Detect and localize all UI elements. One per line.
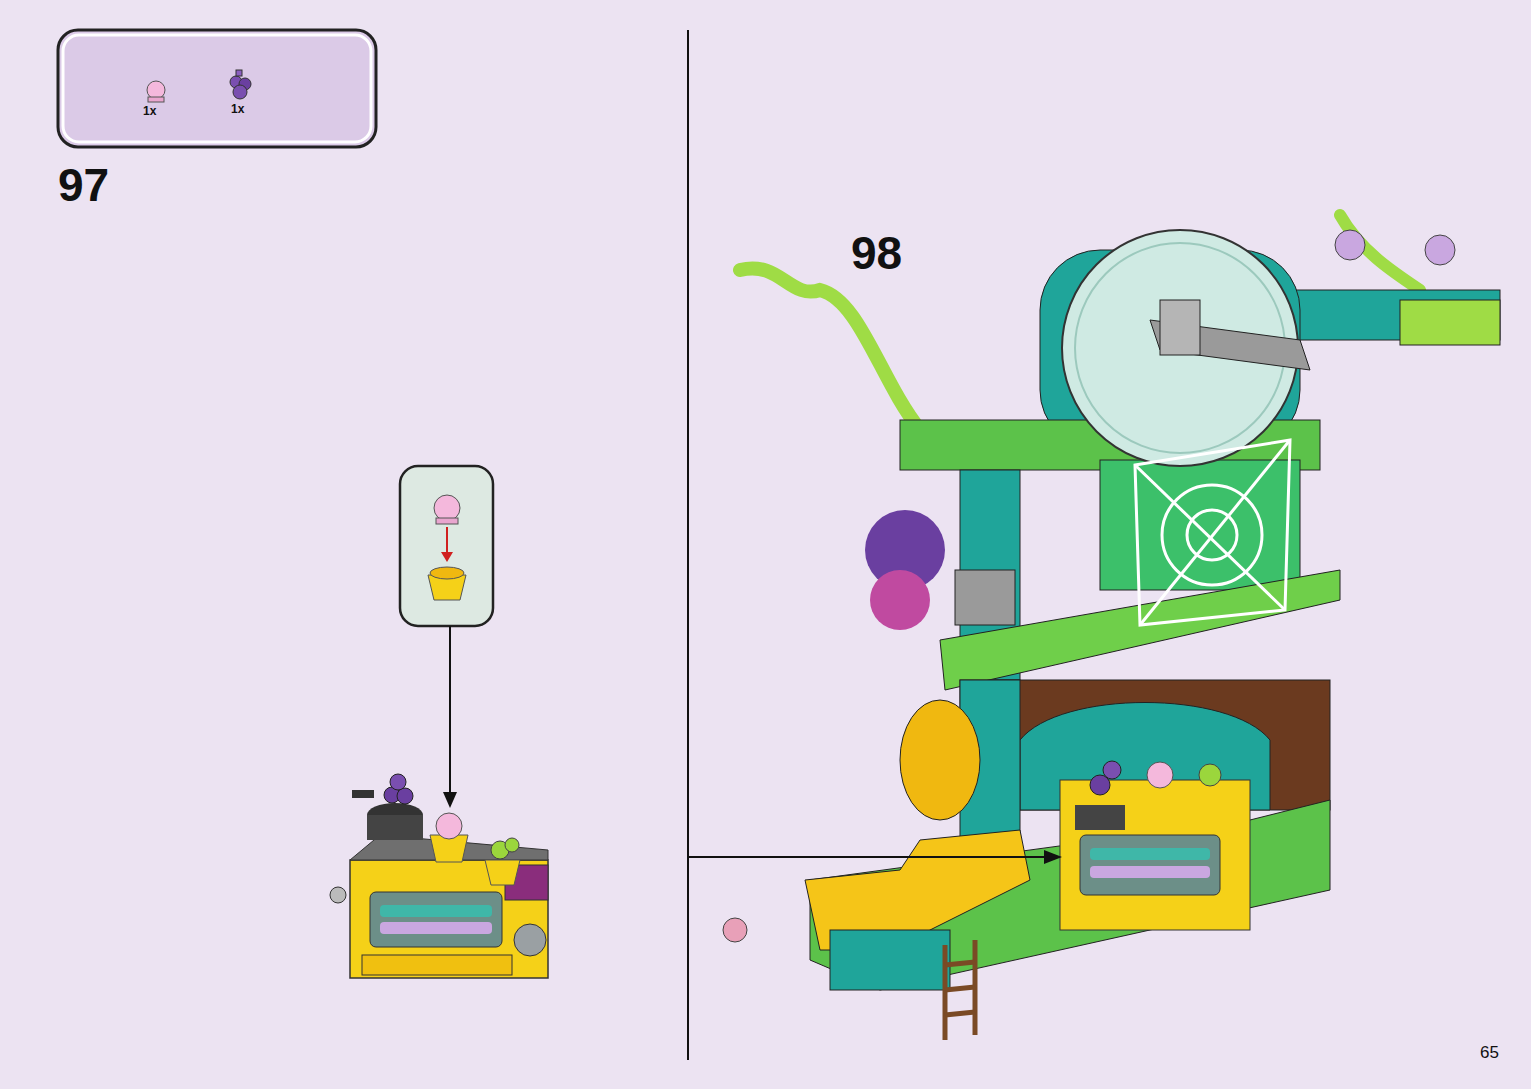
arrowhead	[443, 792, 457, 808]
divider-line	[687, 30, 689, 1060]
oven-assembly	[330, 774, 548, 978]
callout-box	[400, 466, 493, 626]
leader-arrow	[449, 626, 451, 795]
step-number: 97	[58, 158, 109, 212]
parts-list: 1x 1x	[58, 30, 376, 147]
arrowhead	[1044, 850, 1062, 864]
page-number: 65	[1480, 1043, 1499, 1063]
pink-part	[147, 81, 165, 102]
callout-parts	[428, 495, 466, 600]
tree-house-model	[723, 215, 1500, 1040]
quantity-label: 1x	[143, 104, 156, 118]
quantity-label: 1x	[231, 102, 244, 116]
parts-box-inner	[63, 35, 371, 142]
purple-part	[230, 70, 251, 99]
parts-box	[58, 30, 376, 147]
step-number: 98	[851, 226, 902, 280]
leader-arrow	[688, 856, 1048, 858]
